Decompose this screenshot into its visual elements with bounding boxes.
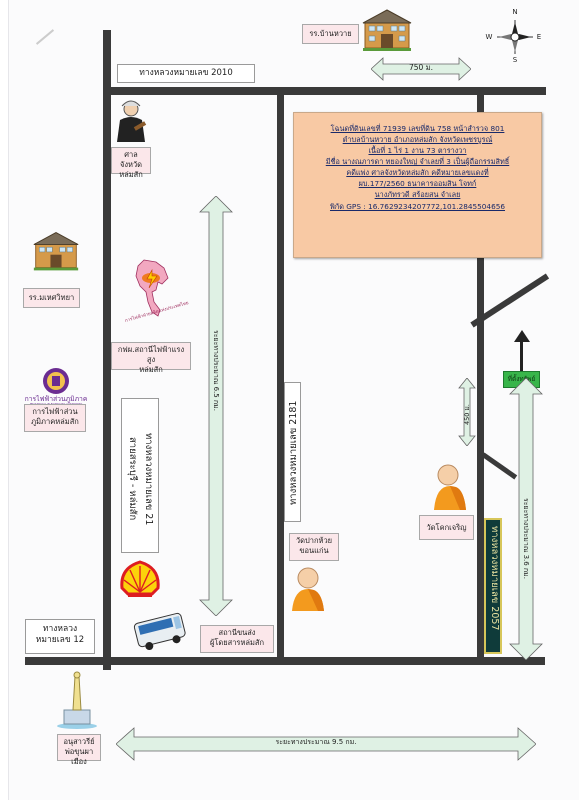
label-school-mattayom: รร.มเหศวิทยา: [23, 288, 80, 308]
compass-n: N: [512, 8, 518, 16]
info-line-3: เนื้อที่ 1 ไร่ 1 งาน 73 ตารางวา: [368, 146, 467, 156]
road-hw2057: [477, 94, 484, 662]
info-line-6: ผบ.177/2560 ธนาคารออมสิน โจทก์: [358, 179, 477, 189]
label-pea-l2: ภูมิภาคหล่มสัก: [31, 416, 79, 426]
label-pea-l1: การไฟฟ้าส่วน: [32, 407, 78, 416]
land-site-marker: [520, 335, 523, 371]
road-hw12: [25, 657, 545, 665]
label-450m: 450 ม.: [463, 404, 471, 425]
label-egat-l2: หล่มสัก: [139, 364, 163, 374]
label-hw2057: ทางหลวงหมายเลข 2057: [484, 518, 502, 654]
label-pea: การไฟฟ้าส่วน ภูมิภาคหล่มสัก: [24, 404, 86, 432]
school-building-icon: [362, 9, 412, 51]
monument-icon: [57, 671, 97, 729]
road-hw21: [103, 30, 111, 670]
pea-logo-thai: การไฟฟ้าส่วนภูมิภาค: [24, 395, 88, 403]
compass: N S W E: [485, 8, 542, 66]
label-3-6km: ระยะทางประมาณ 3.6 กม.: [522, 498, 530, 580]
monk-icon: [292, 567, 324, 611]
arrow-6-5km: [199, 196, 233, 616]
arrow-3-6km: [509, 378, 543, 660]
compass-e: E: [536, 33, 542, 41]
label-hw2057-text: ทางหลวงหมายเลข 2057: [489, 526, 500, 631]
label-monument-l1: อนุสาวรีย์: [63, 737, 95, 746]
label-9-5km: ระยะทางประมาณ 9.5 กม.: [275, 738, 357, 746]
label-school-mattayom-text: รร.มเหศวิทยา: [28, 293, 75, 302]
pea-logo-icon: [43, 368, 69, 394]
monk-khok-icon: [434, 464, 466, 510]
shell-logo-icon: [120, 560, 160, 597]
label-hw2010-text: ทางหลวงหมายเลข 2010: [139, 68, 233, 78]
label-egat-l1: กฟผ.สถานีไฟฟ้าแรงสูง: [117, 345, 185, 364]
road-hw2010: [104, 87, 546, 95]
road-hw2181: [277, 94, 284, 662]
label-hw12-l1: ทางหลวง: [42, 624, 78, 634]
label-school-banwai: รร.บ้านหวาย: [302, 24, 359, 44]
label-bus: สถานีขนส่ง ผู้โดยสารหล่มสัก: [200, 625, 274, 653]
label-school-banwai-text: รร.บ้านหวาย: [309, 29, 352, 38]
land-site-arrow-icon: [514, 330, 530, 342]
label-wat-khok-text: วัดโคกเจริญ: [426, 523, 467, 532]
label-court: ศาลจังหวัด หล่มสัก: [111, 147, 151, 179]
info-line-7: นางภัทรวดี สร้อยสน จำเลย: [374, 190, 461, 200]
arrow-750m: [371, 57, 471, 81]
egat-thailand-map-icon: [135, 259, 169, 317]
label-hw12-l2: หมายเลข 12: [35, 635, 85, 646]
label-court-l2: หล่มสัก: [119, 169, 143, 179]
compass-rose-icon: [497, 20, 533, 54]
label-750m: 750 ม.: [408, 63, 434, 72]
label-hw21-l2: สายสระบุรี - หล่มสัก: [127, 437, 138, 521]
label-hw2010: ทางหลวงหมายเลข 2010: [117, 64, 255, 83]
label-wat-khok: วัดโคกเจริญ: [419, 515, 474, 540]
arrow-9-5km: [116, 727, 536, 761]
label-court-l1: ศาลจังหวัด: [119, 150, 143, 169]
label-land-site-text: ที่ตั้งทรัพย์: [507, 375, 536, 383]
label-hw12: ทางหลวง หมายเลข 12: [25, 619, 95, 654]
info-line-5: คดีแพ่ง ศาลจังหวัดหล่มสัก คดีหมายเลขแดงท…: [346, 168, 489, 178]
judge-icon: [117, 100, 147, 142]
label-wat-pak-l2: ขอนแก่น: [299, 545, 329, 555]
label-wat-pak-l1: วัดปากห้วย: [295, 536, 333, 545]
info-line-2: ตำบลบ้านหวาย อำเภอหล่มสัก จังหวัดเพชรบูร…: [342, 135, 493, 145]
info-line-4: มีชื่อ นางณภารดา ทยองใหญ่ จำเลยที่ 3 เป็…: [325, 157, 510, 167]
label-hw21-l1: ทางหลวงหมายเลข 21: [143, 432, 154, 526]
compass-w: W: [485, 33, 493, 41]
label-hw21: ทางหลวงหมายเลข 21 สายสระบุรี - หล่มสัก: [121, 398, 159, 553]
label-egat: กฟผ.สถานีไฟฟ้าแรงสูง หล่มสัก: [111, 342, 191, 374]
label-6-5km: ระยะทางประมาณ 6.5 กม.: [212, 330, 220, 412]
bus-icon: [133, 612, 186, 651]
info-line-1: โฉนดที่ดินเลขที่ 71939 เลขที่ดิน 758 หน้…: [330, 124, 505, 133]
label-wat-pak: วัดปากห้วย ขอนแก่น: [289, 533, 339, 561]
school-mattayom-building-icon: [33, 232, 79, 271]
arrow-450m: [458, 378, 476, 446]
label-hw2181: ทางหลวงหมายเลข 2181: [284, 382, 301, 522]
label-monument-l2: พ่อขุนผาเมือง: [64, 746, 94, 766]
label-bus-l1: สถานีขนส่ง: [218, 628, 256, 637]
label-hw2181-text: ทางหลวงหมายเลข 2181: [288, 400, 299, 506]
label-bus-l2: ผู้โดยสารหล่มสัก: [209, 637, 265, 647]
compass-s: S: [512, 56, 518, 64]
label-monument: อนุสาวรีย์ พ่อขุนผาเมือง: [57, 734, 101, 766]
info-line-8: พิกัด GPS : 16.7629234207772,101.2845504…: [329, 201, 506, 211]
land-info-panel: โฉนดที่ดินเลขที่ 71939 เลขที่ดิน 758 หน้…: [293, 112, 542, 258]
